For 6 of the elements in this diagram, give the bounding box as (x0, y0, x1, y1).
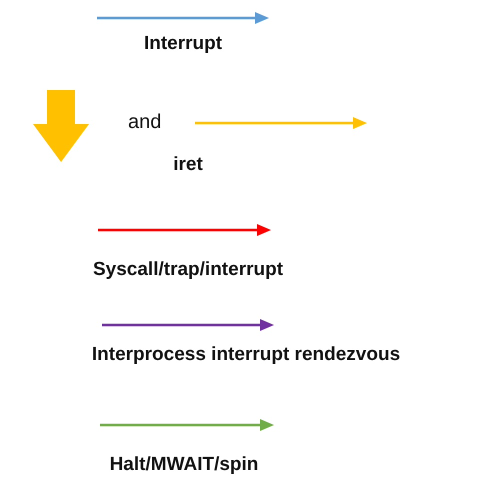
legend-text: iret (173, 152, 203, 177)
legend-text: Syscall/trap/interrupt (92, 258, 284, 282)
legend-text: Interrupt (144, 32, 222, 56)
legend-text: Halt/MWAIT/spin (110, 452, 258, 477)
legend-text: Interprocess interrupt rendezvous (92, 342, 400, 367)
connector-text: and (128, 110, 162, 135)
